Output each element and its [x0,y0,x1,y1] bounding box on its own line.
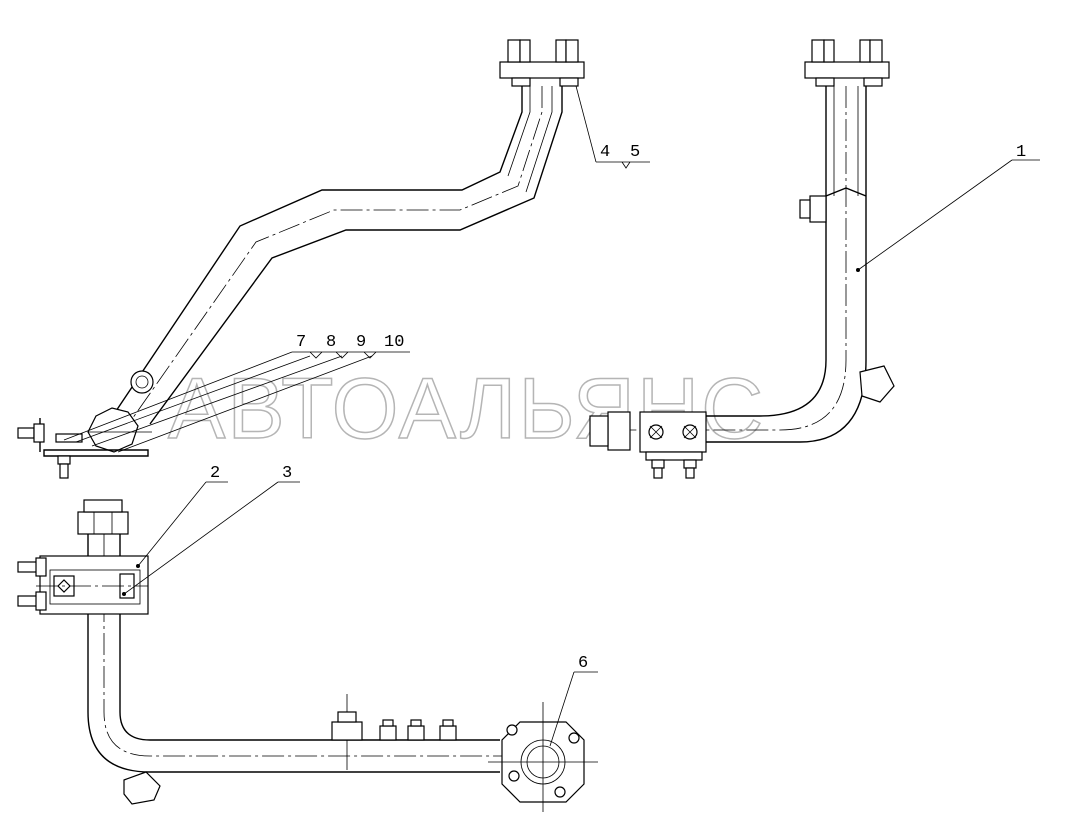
nut [57,455,71,465]
callout-9: 9 [356,333,366,352]
callout-7: 7 [296,333,306,352]
side-fitting-nut [799,199,811,219]
fitting [331,721,363,741]
pipe-upper-left [17,39,585,479]
outlet-nut [859,365,895,403]
nut [863,77,883,87]
bottom-nut [123,771,161,805]
callout-4: 4 [600,143,610,162]
bolt [17,595,39,607]
nut [815,77,835,87]
stud [811,39,825,63]
stud [519,39,531,63]
bolt [17,427,35,439]
stud [565,39,579,63]
callouts: 1 4 5 7 8 9 10 2 3 6 [63,85,1040,747]
bolt [59,463,69,479]
stud [507,39,521,63]
callout-10: 10 [384,333,404,352]
fitting-nut [130,370,154,394]
side-fitting [809,195,827,223]
bolt [17,561,39,573]
callout-8: 8 [326,333,336,352]
flange-top-left [499,61,585,79]
nut [511,77,531,87]
callout-3: 3 [282,464,292,483]
stud [859,39,871,63]
nut [559,77,579,87]
stud [869,39,883,63]
stud [823,39,835,63]
nut [33,423,45,443]
flange-top-right [804,61,890,79]
callout-2: 2 [210,464,220,483]
callout-5: 5 [630,143,640,162]
top-nut [77,511,129,535]
callout-6: 6 [578,654,588,673]
pipe-right [589,39,895,479]
end-fitting [607,411,631,451]
callout-1: 1 [1016,143,1026,162]
end-fitting-nut [589,415,609,447]
pipe-lower [17,499,598,812]
stud [555,39,567,63]
